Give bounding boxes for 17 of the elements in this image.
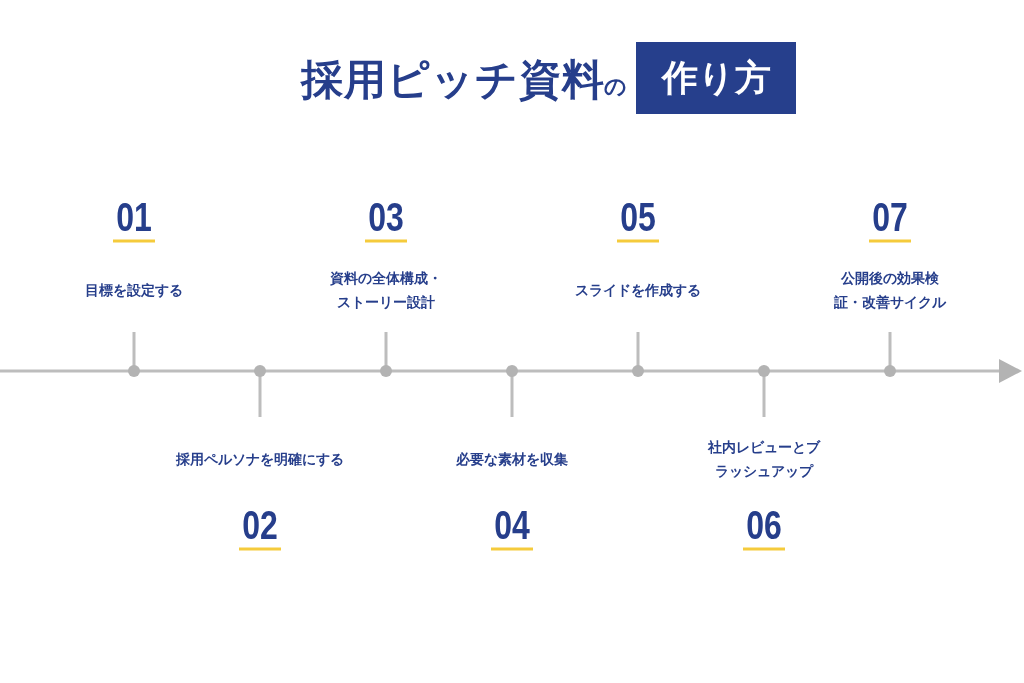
step-label: 採用ペルソナを明確にする [175, 450, 345, 469]
step-label: 目標を設定する [84, 281, 184, 300]
title-particle: の [604, 73, 627, 101]
step-number: 06 [745, 503, 783, 547]
step-label: 公開後の効果検証・改善サイクル [834, 269, 946, 312]
step-label: 社内レビューとブラッシュアップ [708, 438, 820, 481]
step-number: 02 [241, 503, 279, 547]
title: 採用ピッチ資料 [299, 54, 605, 106]
step-label: スライドを作成する [574, 281, 702, 300]
step-label: 資料の全体構成・ストーリー設計 [330, 269, 442, 312]
step-number: 03 [367, 195, 405, 239]
step-number: 04 [493, 503, 531, 547]
step-number: 07 [871, 195, 909, 239]
step-number: 01 [115, 195, 153, 239]
step-number: 05 [619, 195, 657, 239]
heading-badge: 作り方 [636, 42, 796, 114]
step-label: 必要な素材を収集 [455, 450, 569, 469]
